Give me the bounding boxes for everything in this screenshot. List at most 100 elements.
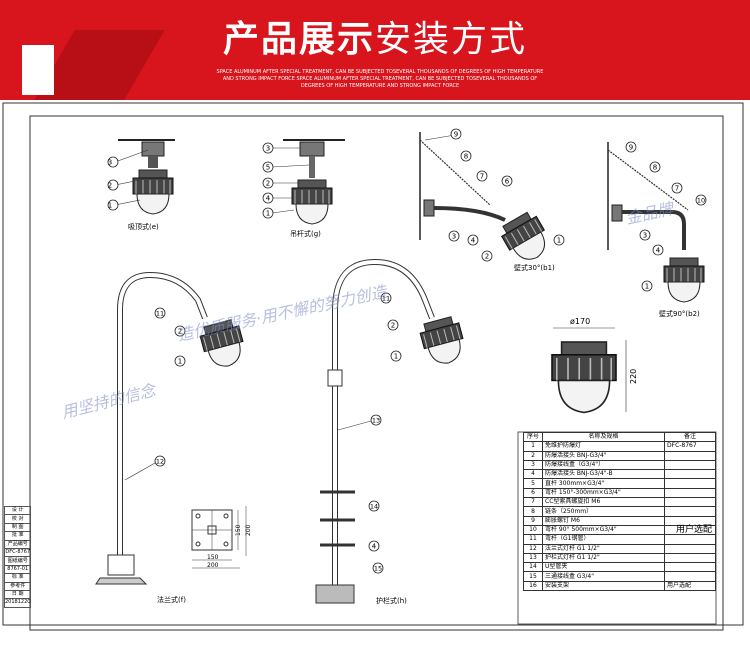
title-block-row: 图纸编号 xyxy=(3,556,32,566)
title-block-cell: 批 准 xyxy=(3,531,32,541)
svg-text:14: 14 xyxy=(370,503,378,511)
title-block-cell: 产品编号 xyxy=(3,539,32,549)
dim-150-a: 150 xyxy=(207,554,219,561)
pendant-mount-drawing: 3 5 2 4 1 吊杆式(g) xyxy=(262,139,345,238)
table-cell: 2 xyxy=(523,450,543,461)
svg-text:13: 13 xyxy=(372,417,380,425)
table-cell: DFC-8767 xyxy=(664,441,716,452)
svg-text:10: 10 xyxy=(697,197,705,205)
svg-text:9: 9 xyxy=(629,144,633,152)
svg-text:3: 3 xyxy=(643,232,647,240)
table-cell: 法兰式灯杆 G1 1/2" xyxy=(542,543,665,554)
table-cell: 防爆活接头 BNJ-G3/4" xyxy=(542,450,665,461)
table-cell xyxy=(664,459,716,471)
svg-text:7: 7 xyxy=(675,185,679,193)
table-cell: 10 xyxy=(523,524,543,536)
table-header-cell: 备注 xyxy=(664,431,716,443)
label-guardrail: 护栏式(h) xyxy=(376,596,407,605)
table-cell: 1 xyxy=(523,441,543,452)
svg-text:4: 4 xyxy=(656,247,661,255)
table-cell: 弯杆 150°-300mm×G3/4" xyxy=(542,487,665,499)
svg-text:4: 4 xyxy=(372,543,377,551)
svg-text:4: 4 xyxy=(266,195,271,203)
table-cell xyxy=(664,478,716,489)
title-block-cell: 20181220 xyxy=(3,598,32,608)
user-option-note: 用户选配 xyxy=(676,525,713,535)
title-block-row: 8767-01 xyxy=(3,564,32,575)
table-cell xyxy=(664,562,716,573)
table-cell: 15 xyxy=(523,571,543,582)
svg-text:11: 11 xyxy=(156,310,164,318)
inner-frame xyxy=(29,115,724,631)
svg-text:5: 5 xyxy=(266,164,270,172)
svg-text:2: 2 xyxy=(266,180,270,188)
svg-text:3: 3 xyxy=(108,159,112,167)
svg-text:12: 12 xyxy=(156,458,164,466)
title-block-cell: DFC-8767 xyxy=(3,547,32,558)
title-block-cell: 8767-01 xyxy=(3,564,32,575)
table-cell: 11 xyxy=(523,534,543,545)
table-cell xyxy=(664,487,716,499)
title-block-cell: 制 图 xyxy=(3,522,32,533)
flange-plate-plan: 150 200 150 200 xyxy=(191,506,252,569)
decor-white-box xyxy=(22,45,54,95)
table-cell: 三通接线盒 G3/4" xyxy=(542,571,665,582)
dim-150-b: 150 xyxy=(235,524,242,536)
table-cell xyxy=(664,571,716,582)
table-cell: 防爆接线盒（G3/4"） xyxy=(542,459,665,471)
label-pendant: 吊杆式(g) xyxy=(290,229,321,238)
table-cell: 弯杆（G1钢管） xyxy=(542,534,665,545)
svg-text:15: 15 xyxy=(374,565,382,573)
svg-text:2: 2 xyxy=(485,253,489,261)
table-cell: 4 xyxy=(523,469,543,480)
ceiling-mount-drawing: 3 2 1 吸顶式(e) xyxy=(107,139,175,231)
table-cell: 6 xyxy=(523,487,543,499)
dim-170: ø170 xyxy=(570,317,590,326)
drawing-svg: 3 2 1 吸顶式(e) 3 5 2 4 1 吊杆式(g) 9 8 7 6 3 xyxy=(2,102,744,631)
table-cell: 直杆 300mm×G3/4" xyxy=(542,478,665,489)
table-cell: 用户选配 xyxy=(664,580,716,592)
table-cell xyxy=(664,534,716,545)
svg-text:3: 3 xyxy=(452,233,456,241)
guardrail-pole-drawing: 11 2 1 13 14 4 15 护栏式(h) xyxy=(315,258,469,605)
table-cell xyxy=(664,506,716,517)
svg-text:2: 2 xyxy=(108,182,112,190)
table-cell: 13 xyxy=(523,552,543,564)
svg-text:11: 11 xyxy=(382,295,390,303)
label-flange: 法兰式(f) xyxy=(157,595,186,604)
title-block-cell: 参考件 xyxy=(3,581,32,591)
table-cell xyxy=(664,543,716,554)
title-block-row: 参考件 xyxy=(3,581,32,591)
title-block-row: 批 准 xyxy=(3,531,32,541)
title-block-cell: 日 期 xyxy=(3,589,32,600)
table-cell: U型管夹 xyxy=(542,562,665,573)
table-cell: 9 xyxy=(523,515,543,526)
label-ceiling: 吸顶式(e) xyxy=(128,222,159,231)
svg-text:1: 1 xyxy=(645,283,649,291)
lamp-dimension-drawing: ø170 220 xyxy=(551,317,638,414)
svg-text:6: 6 xyxy=(505,178,510,186)
page-title: 产品展示安装方式 xyxy=(0,10,750,62)
table-cell: 5 xyxy=(523,478,543,489)
svg-text:1: 1 xyxy=(108,202,112,210)
title-block-row: 制 图 xyxy=(3,522,32,533)
svg-text:1: 1 xyxy=(557,237,561,245)
table-cell: 3 xyxy=(523,459,543,471)
table-cell: 膨胀螺钉 M6 xyxy=(542,515,665,526)
table-cell: 免维护防爆灯 xyxy=(542,441,665,452)
table-header-row: 序号名称及规格备注 xyxy=(523,431,716,443)
title-block-row: 设 计 xyxy=(3,505,32,516)
title-light: 安装方式 xyxy=(375,19,528,60)
title-block-cell: 设 计 xyxy=(3,505,32,516)
title-block-cell: 标 准 xyxy=(3,573,32,583)
